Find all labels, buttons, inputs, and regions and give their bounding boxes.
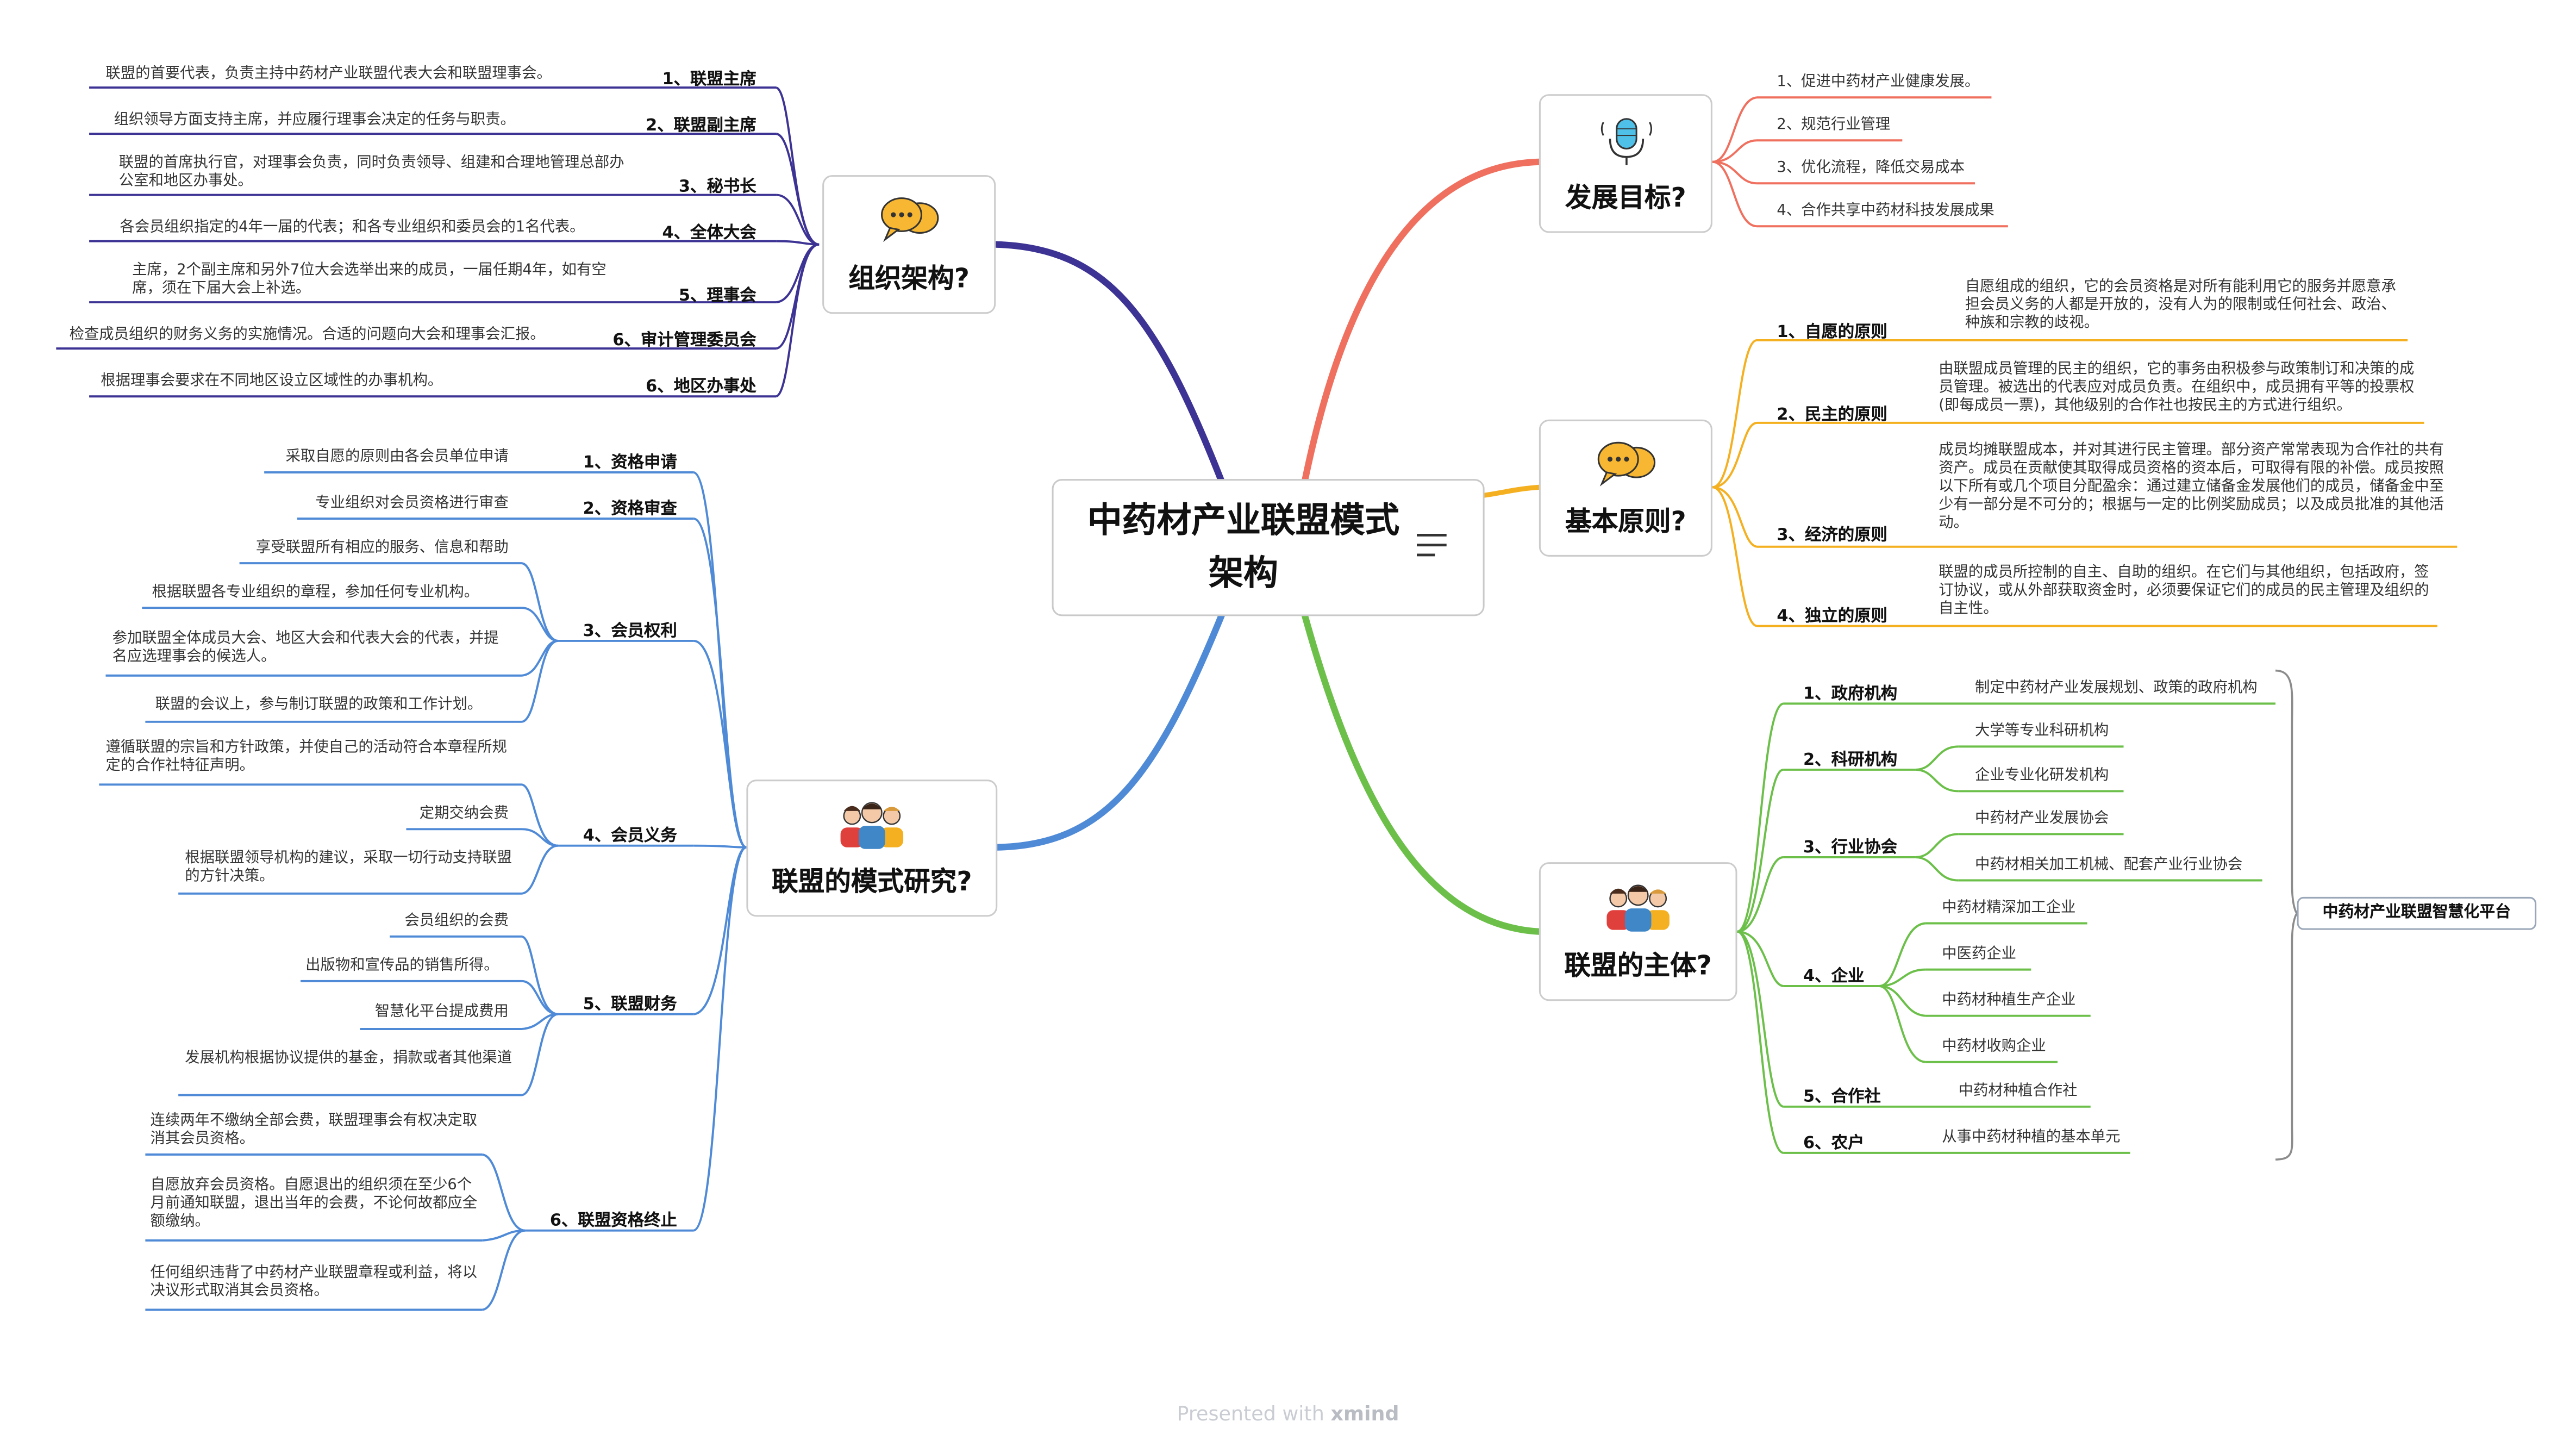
branch-org — [992, 241, 1226, 486]
principle-item-label[interactable]: 1、自愿的原则 — [1777, 323, 1887, 342]
subject-item-note: 中药材精深加工企业 — [1942, 900, 2076, 917]
model-item-note: 遵循联盟的宗旨和方针政策，并使自己的活动符合本章程所规定的合作社特征声明。 — [105, 740, 507, 775]
topic-org[interactable]: 组织架构? — [822, 175, 996, 314]
subject-item-note: 制定中药材产业发展规划、政策的政府机构 — [1975, 680, 2258, 697]
org-item-label[interactable]: 1、联盟主席 — [662, 71, 756, 90]
subject-item-note: 中药材种植生产企业 — [1942, 993, 2076, 1009]
model-item-label[interactable]: 1、资格申请 — [583, 454, 677, 473]
topic-goals[interactable]: 发展目标? — [1539, 94, 1712, 233]
model-item-label[interactable]: 6、联盟资格终止 — [549, 1212, 677, 1231]
subject-item-note: 中药材收购企业 — [1942, 1039, 2046, 1056]
org-item-note: 组织领导方面支持主席，并应履行理事会决定的任务与职责。 — [114, 112, 516, 129]
subject-item-label[interactable]: 2、科研机构 — [1803, 751, 1898, 770]
model-item-note: 参加联盟全体成员大会、地区大会和代表大会的代表，并提名应选理事会的候选人。 — [112, 631, 499, 666]
branch-principles — [1480, 484, 1542, 498]
principle-item-label[interactable]: 4、独立的原则 — [1777, 608, 1887, 626]
central-topic-title: 中药材产业联盟模式架构 — [1087, 500, 1400, 593]
topic-principles-label: 基本原则? — [1565, 505, 1686, 537]
subject-item-label[interactable]: 4、企业 — [1803, 968, 1865, 986]
org-item-label[interactable]: 5、理事会 — [678, 287, 756, 306]
topic-principles[interactable]: 基本原则? — [1539, 419, 1712, 557]
watermark: Presented with xmind — [0, 1402, 2576, 1426]
branch-subject — [1301, 611, 1542, 935]
branch-goals — [1301, 158, 1542, 486]
microphone-icon — [1600, 118, 1652, 165]
chat-bubbles-icon — [880, 197, 938, 242]
principle-item-note: 联盟的成员所控制的自主、自助的组织。在它们与其他组织，包括政府，签订协议，或从外… — [1939, 565, 2429, 618]
subject-item-note: 中药材种植合作社 — [1958, 1083, 2078, 1100]
org-item-note: 联盟的首席执行官，对理事会负责，同时负责领导、组建和合理地管理总部办公室和地区办… — [118, 155, 624, 190]
model-item-note: 根据联盟各专业组织的章程，参加任何专业机构。 — [152, 584, 479, 602]
notes-icon[interactable] — [1414, 530, 1450, 560]
org-item-label[interactable]: 2、联盟副主席 — [646, 117, 756, 136]
model-item-note: 根据联盟领导机构的建议，采取一切行动支持联盟的方针决策。 — [185, 850, 512, 886]
model-item-note: 出版物和宣传品的销售所得。 — [305, 958, 499, 975]
model-item-note: 专业组织对会员资格进行审查 — [315, 495, 509, 512]
goal-item[interactable]: 1、促进中药材产业健康发展。 — [1777, 74, 1980, 91]
model-item-note: 自愿放弃会员资格。自愿退出的组织须在至少6个月前通知联盟，退出当年的会费，不论何… — [150, 1177, 478, 1231]
subject-item-note: 中医药企业 — [1942, 946, 2017, 963]
principle-item-note: 自愿组成的组织，它的会员资格是对所有能利用它的服务并愿意承担会员义务的人都是开放… — [1965, 279, 2396, 332]
topic-subject-label: 联盟的主体? — [1564, 950, 1712, 981]
org-item-note: 各会员组织指定的4年一届的代表；和各专业组织和委员会的1名代表。 — [120, 220, 585, 236]
subject-item-label[interactable]: 3、行业协会 — [1803, 839, 1898, 857]
model-item-note: 智慧化平台提成费用 — [374, 1004, 509, 1021]
principle-item-note: 成员均摊联盟成本，并对其进行民主管理。部分资产常常表现为合作社的共有资产。成员在… — [1939, 442, 2444, 532]
principle-item-label[interactable]: 3、经济的原则 — [1777, 527, 1887, 545]
subject-item-note: 中药材相关加工机械、配套产业行业协会 — [1975, 857, 2243, 874]
model-item-note: 享受联盟所有相应的服务、信息和帮助 — [255, 540, 509, 557]
principle-item-note: 由联盟成员管理的民主的组织，它的事务由积极参与政策制订和决策的成员管理。被选出的… — [1939, 361, 2415, 415]
people-group-icon — [840, 802, 904, 849]
model-item-note: 采取自愿的原则由各会员单位申请 — [285, 449, 509, 466]
model-item-note: 发展机构根据协议提供的基金，捐款或者其他渠道 — [185, 1050, 512, 1067]
model-item-label[interactable]: 5、联盟财务 — [583, 996, 677, 1014]
watermark-prefix: Presented with — [1177, 1402, 1324, 1426]
subject-item-label[interactable]: 6、农户 — [1803, 1134, 1865, 1153]
org-item-note: 检查成员组织的财务义务的实施情况。合适的问题向大会和理事会汇报。 — [69, 327, 545, 344]
watermark-brand: xmind — [1330, 1402, 1399, 1426]
topic-org-label: 组织架构? — [848, 263, 970, 294]
org-item-note: 主席，2个副主席和另外7位大会选举出来的成员，一届任期4年，如有空席，须在下届大… — [132, 263, 607, 297]
model-item-label[interactable]: 4、会员义务 — [583, 827, 677, 846]
model-item-note: 定期交纳会费 — [419, 806, 509, 823]
org-item-label[interactable]: 3、秘书长 — [678, 178, 756, 197]
branch-model — [992, 611, 1226, 851]
subject-item-note: 大学等专业科研机构 — [1975, 723, 2109, 740]
topic-subject[interactable]: 联盟的主体? — [1539, 862, 1737, 1001]
central-topic[interactable]: 中药材产业联盟模式架构 — [1052, 479, 1485, 616]
topic-goals-label: 发展目标? — [1565, 182, 1686, 213]
subject-item-note: 从事中药材种植的基本单元 — [1942, 1130, 2121, 1146]
principle-item-label[interactable]: 2、民主的原则 — [1777, 406, 1887, 425]
org-item-label[interactable]: 4、全体大会 — [662, 225, 756, 243]
model-item-note: 会员组织的会费 — [404, 913, 509, 930]
org-item-label[interactable]: 6、地区办事处 — [646, 378, 756, 397]
model-item-label[interactable]: 3、会员权利 — [583, 622, 677, 641]
org-item-note: 根据理事会要求在不同地区设立区域性的办事机构。 — [101, 373, 443, 390]
summary-platform[interactable]: 中药材产业联盟智慧化平台 — [2297, 896, 2537, 930]
model-item-note: 连续两年不缴纳全部会费，联盟理事会有权决定取消其会员资格。 — [150, 1113, 478, 1148]
model-item-note: 任何组织违背了中药材产业联盟章程或利益，将以决议形式取消其会员资格。 — [150, 1265, 478, 1300]
summary-bracket — [2275, 669, 2299, 1161]
subject-item-label[interactable]: 1、政府机构 — [1803, 685, 1898, 704]
goal-item[interactable]: 2、规范行业管理 — [1777, 117, 1891, 134]
people-group-icon — [1606, 884, 1670, 932]
model-item-note: 联盟的会议上，参与制订联盟的政策和工作计划。 — [155, 697, 483, 714]
subject-item-note: 企业专业化研发机构 — [1975, 768, 2109, 785]
org-item-note: 联盟的首要代表，负责主持中药材产业联盟代表大会和联盟理事会。 — [105, 66, 552, 83]
subject-item-label[interactable]: 5、合作社 — [1803, 1088, 1881, 1107]
topic-model-label: 联盟的模式研究? — [772, 865, 972, 897]
chat-bubbles-icon — [1597, 441, 1655, 487]
org-item-label[interactable]: 6、审计管理委员会 — [612, 332, 756, 351]
model-item-label[interactable]: 2、资格审查 — [583, 500, 677, 519]
goal-item[interactable]: 4、合作共享中药材科技发展成果 — [1777, 203, 1994, 220]
goal-item[interactable]: 3、优化流程，降低交易成本 — [1777, 160, 1965, 177]
topic-model[interactable]: 联盟的模式研究? — [746, 780, 998, 917]
subject-item-note: 中药材产业发展协会 — [1975, 810, 2109, 828]
